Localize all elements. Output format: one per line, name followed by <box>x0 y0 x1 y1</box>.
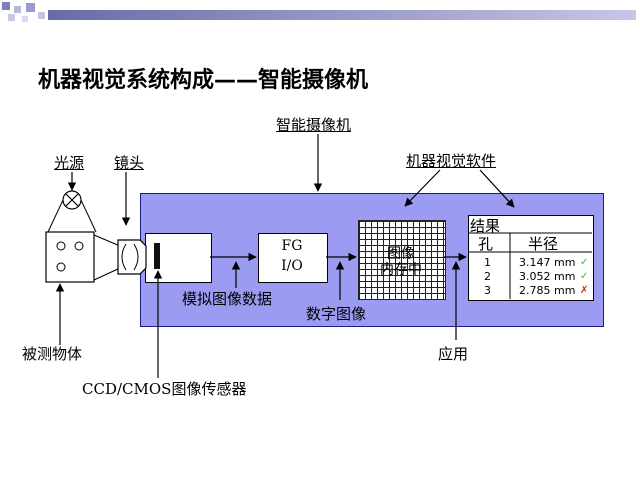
corner-squares <box>0 0 50 28</box>
pass-check-icon: ✓ <box>580 257 589 268</box>
result-row-2-id: 2 <box>484 270 491 283</box>
result-row-3-value: 2.785 mm <box>519 284 576 297</box>
light-source-label: 光源 <box>54 154 85 172</box>
application-label: 应用 <box>438 345 469 363</box>
fail-cross-icon: ✗ <box>580 285 589 296</box>
digital-image-label: 数字图像 <box>306 305 367 323</box>
results-col-hole: 孔 <box>478 235 494 253</box>
results-col-radius: 半径 <box>528 235 559 253</box>
image-memory-grid <box>358 220 446 300</box>
header-bar <box>48 10 636 20</box>
sensor-label: CCD/CMOS图像传感器 <box>82 380 247 398</box>
fg-io-box <box>258 233 328 283</box>
results-title: 结果 <box>470 217 501 235</box>
result-row-1-id: 1 <box>484 256 491 269</box>
pass-check-icon: ✓ <box>580 271 589 282</box>
slide-title: 机器视觉系统构成——智能摄像机 <box>38 68 369 93</box>
sensor-chip <box>154 243 160 269</box>
result-row-1-value: 3.147 mm <box>519 256 576 269</box>
fg-io-line2: I/O <box>281 258 303 274</box>
lens-label: 镜头 <box>114 154 145 172</box>
result-row-3-id: 3 <box>484 284 491 297</box>
memory-line2: 内存中 <box>380 262 422 278</box>
memory-line1: 图像 <box>387 246 415 262</box>
results-panel <box>468 215 594 301</box>
result-row-2-value: 3.052 mm <box>519 270 576 283</box>
smart-camera-label: 智能摄像机 <box>276 116 352 134</box>
analog-image-data-label: 模拟图像数据 <box>182 290 273 308</box>
fg-io-line1: FG <box>281 238 303 254</box>
object-label: 被测物体 <box>22 345 83 363</box>
machine-vision-software-label: 机器视觉软件 <box>406 152 497 170</box>
